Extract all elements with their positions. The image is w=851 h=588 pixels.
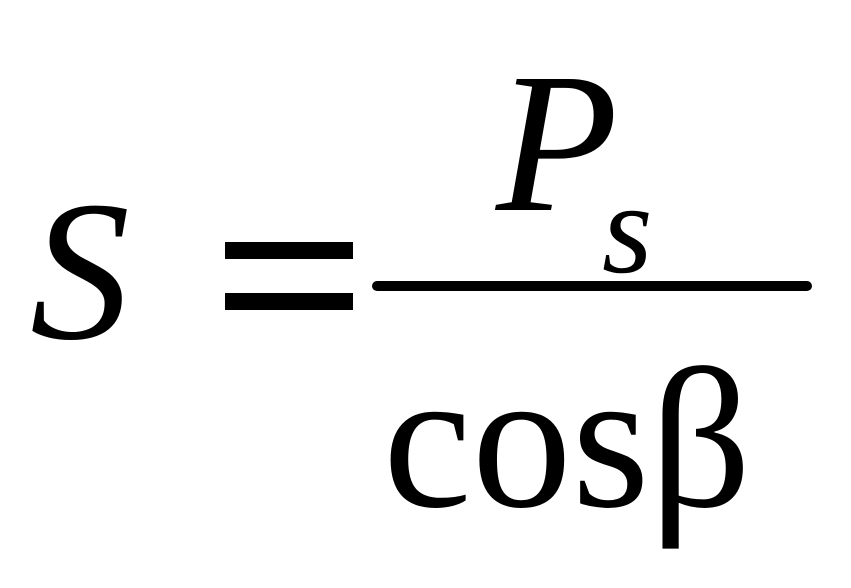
equals-bar-bottom <box>225 293 353 310</box>
numerator-subscript: s <box>602 157 653 301</box>
equals-bar-top <box>225 242 353 259</box>
formula-lhs-symbol: S <box>30 161 130 382</box>
fraction-bar <box>372 281 812 291</box>
denominator-expression: cosβ <box>383 329 752 550</box>
numerator-symbol: P <box>496 33 619 254</box>
equals-text: = <box>0 0 1 1</box>
